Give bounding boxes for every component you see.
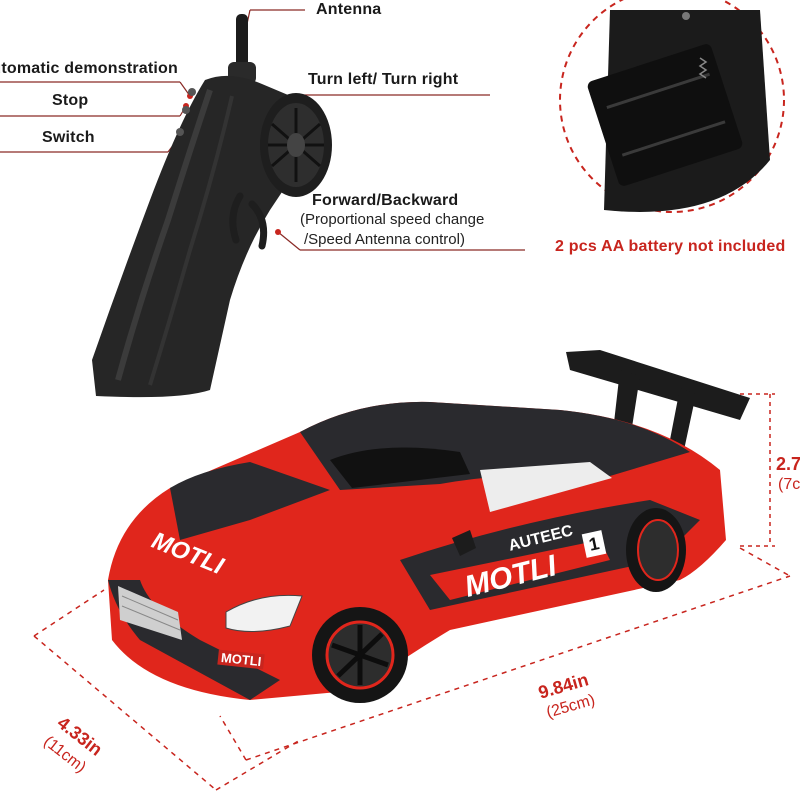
throttle-note-2: /Speed Antenna control) xyxy=(304,231,465,248)
throttle-label: Forward/Backward xyxy=(312,192,459,209)
rc-car xyxy=(108,350,750,703)
demo-label: Automatic demonstration xyxy=(0,60,178,77)
length-dimension-line xyxy=(219,547,791,761)
battery-note: 2 pcs AA battery not included xyxy=(555,238,786,255)
switch-label: Switch xyxy=(42,129,95,146)
steer-label: Turn left/ Turn right xyxy=(308,71,459,88)
stop-label: Stop xyxy=(52,92,89,109)
height-in-label: 2.76in xyxy=(776,454,800,474)
callout-lines xyxy=(0,9,525,251)
height-cm-label: (7cm) xyxy=(778,476,800,493)
battery-compartment xyxy=(559,0,785,213)
remote-controller xyxy=(92,14,332,398)
height-dimension-line xyxy=(740,393,775,547)
antenna-label: Antenna xyxy=(316,1,382,18)
throttle-note-1: (Proportional speed change xyxy=(300,211,485,228)
width-dimension-line xyxy=(33,589,301,791)
